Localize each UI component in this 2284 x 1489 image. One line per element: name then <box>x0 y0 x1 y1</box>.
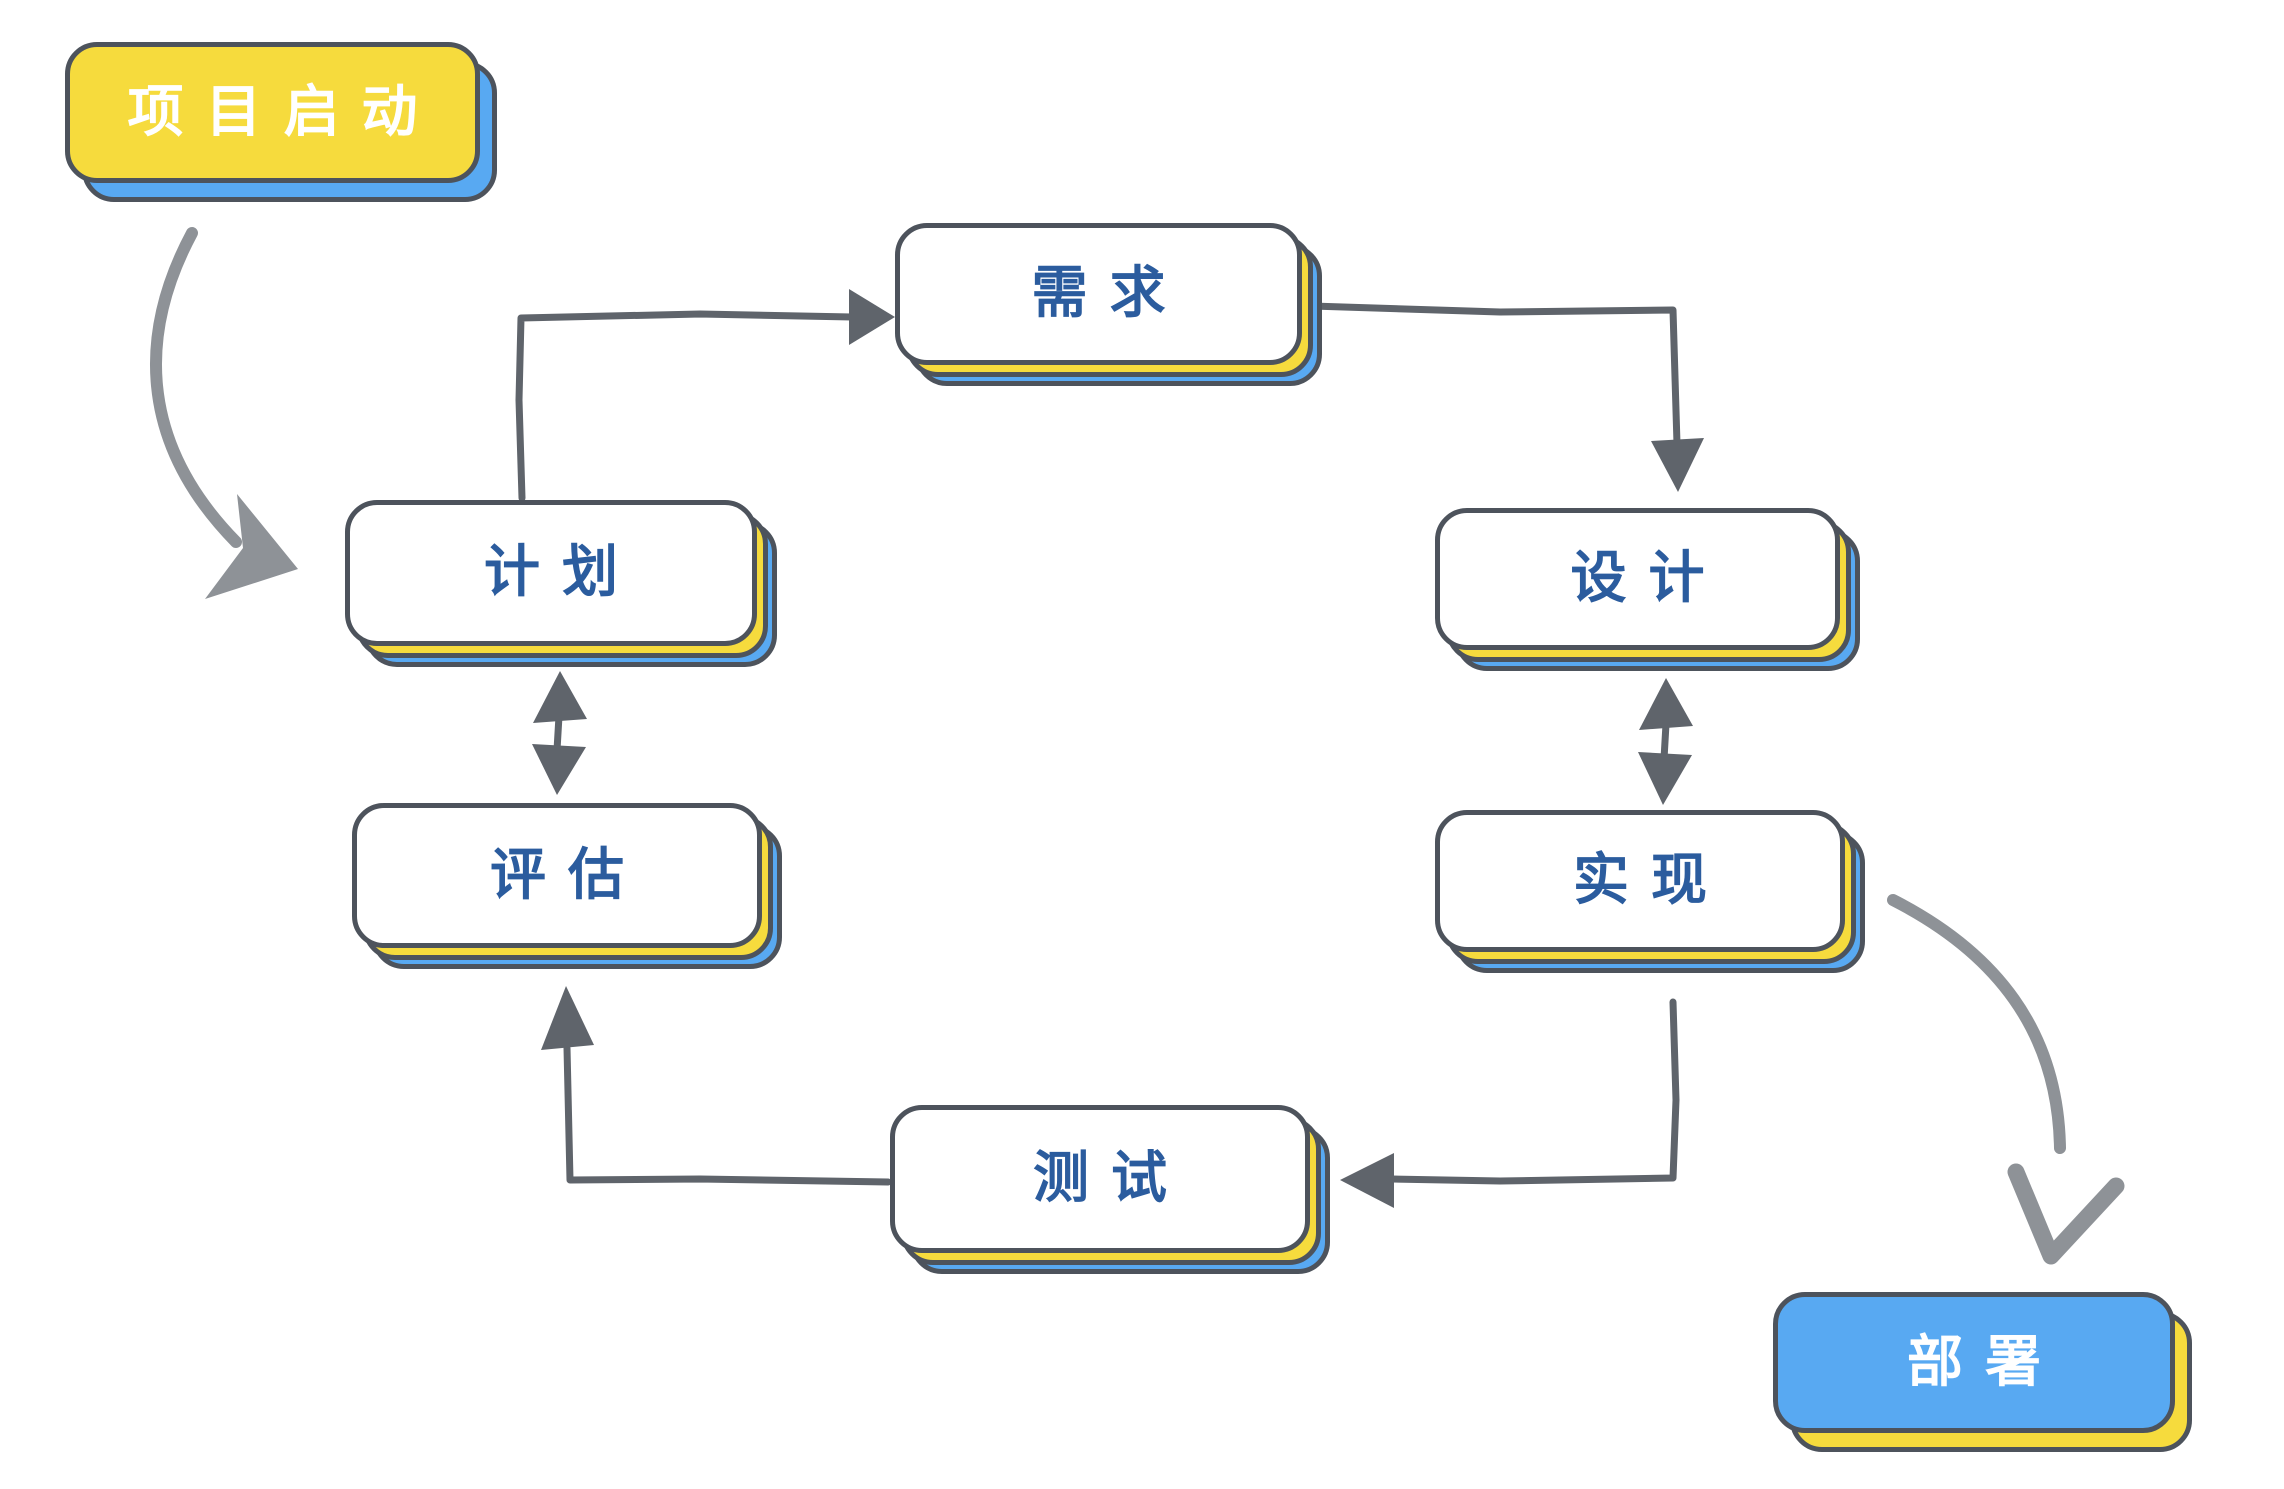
arrow-plan-evaluate-double <box>532 671 587 795</box>
node-face: 需求 <box>895 223 1302 365</box>
node-project-start: 项目启动 <box>65 42 497 202</box>
node-plan: 计划 <box>345 500 777 667</box>
node-label: 项目启动 <box>127 79 440 145</box>
node-label: 计划 <box>484 540 640 605</box>
arrow-start-to-plan <box>150 227 298 599</box>
node-design: 设计 <box>1435 508 1860 671</box>
node-label: 评估 <box>490 842 646 908</box>
arrow-test-to-evaluate <box>541 986 892 1186</box>
node-label: 设计 <box>1570 546 1727 611</box>
node-face: 部署 <box>1773 1292 2175 1433</box>
node-deploy: 部署 <box>1773 1292 2192 1452</box>
node-face: 项目启动 <box>65 42 480 183</box>
node-face: 实现 <box>1435 810 1845 952</box>
node-requirements: 需求 <box>895 223 1322 386</box>
node-face: 计划 <box>345 500 757 646</box>
node-label: 测试 <box>1033 1146 1189 1211</box>
node-test: 测试 <box>890 1105 1330 1274</box>
arrow-requirements-to-design <box>1308 302 1704 492</box>
node-face: 设计 <box>1435 508 1840 650</box>
arrow-implement-to-test <box>1340 998 1680 1208</box>
node-label: 部署 <box>1907 1329 2063 1395</box>
node-label: 实现 <box>1573 848 1729 913</box>
arrow-design-implement-double <box>1638 678 1693 805</box>
arrow-implement-to-deploy <box>1887 894 2125 1265</box>
node-face: 评估 <box>352 803 762 948</box>
node-implement: 实现 <box>1435 810 1865 973</box>
arrow-plan-to-requirements <box>515 289 895 502</box>
node-label: 需求 <box>1031 261 1188 326</box>
node-evaluate: 评估 <box>352 803 782 969</box>
node-face: 测试 <box>890 1105 1310 1253</box>
